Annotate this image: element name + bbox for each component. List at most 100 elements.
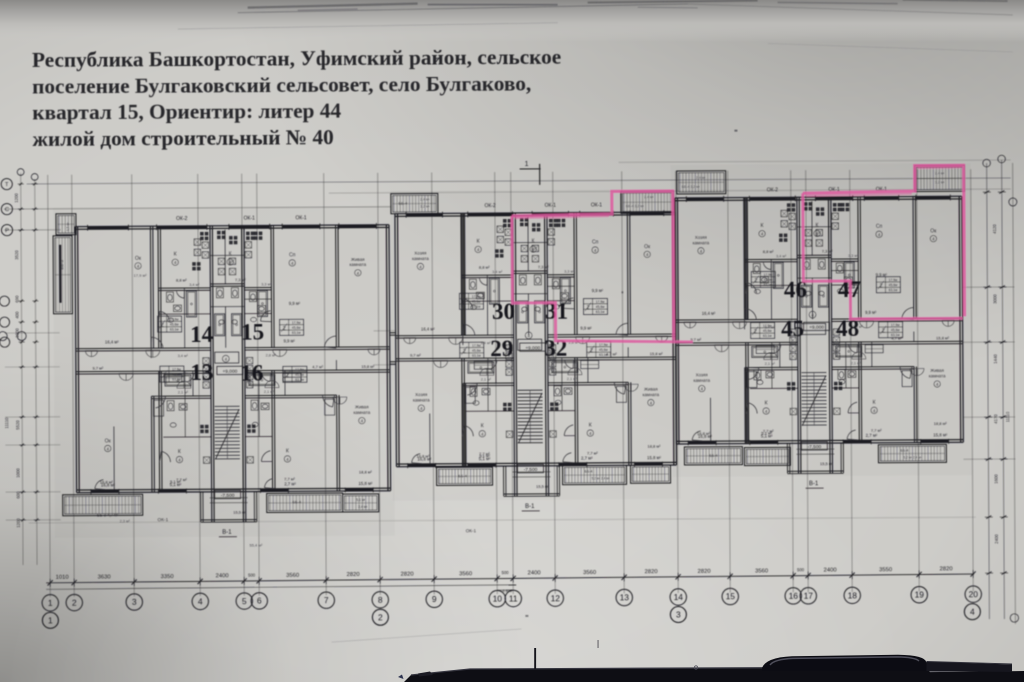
svg-text:4: 4 — [137, 264, 140, 269]
svg-text:3,2 м²: 3,2 м² — [935, 180, 945, 184]
svg-text:2: 2 — [880, 283, 883, 289]
svg-text:17,9м: 17,9м — [889, 278, 898, 282]
svg-text:15: 15 — [241, 320, 264, 345]
svg-text:4: 4 — [650, 401, 653, 406]
svg-text:4: 4 — [361, 419, 364, 424]
svg-text:2,7 м²: 2,7 м² — [581, 456, 593, 461]
svg-text:ОК-1: ОК-1 — [295, 215, 307, 221]
svg-text:ББ-4 3,2 м²: ББ-4 3,2 м² — [682, 185, 701, 189]
svg-text:К: К — [286, 449, 289, 455]
svg-text:17: 17 — [804, 591, 814, 601]
svg-text:9,7 м²: 9,7 м² — [92, 366, 103, 371]
svg-text:ОК-1: ОК-1 — [828, 187, 840, 193]
svg-text:1000: 1000 — [15, 328, 20, 338]
svg-text:17,9м: 17,9м — [172, 367, 181, 371]
svg-text:3630: 3630 — [98, 574, 111, 580]
svg-text:Сп: Сп — [876, 224, 883, 230]
svg-text:С: С — [5, 207, 9, 213]
svg-text:4.800: 4.800 — [502, 588, 513, 593]
svg-text:16,4 м²: 16,4 м² — [702, 311, 716, 316]
svg-text:2,7 м²: 2,7 м² — [866, 433, 878, 438]
svg-text:3,3 м²: 3,3 м² — [564, 270, 575, 274]
svg-text:2,1 м²: 2,1 м² — [481, 378, 492, 382]
svg-text:3000: 3000 — [992, 294, 997, 304]
svg-text:2,4 м²: 2,4 м² — [420, 198, 430, 202]
svg-text:5,1 м²: 5,1 м² — [761, 431, 772, 436]
svg-text:30: 30 — [492, 299, 515, 324]
svg-text:13: 13 — [190, 360, 213, 385]
svg-text:ББ-4: ББ-4 — [585, 470, 593, 474]
svg-text:17,9м: 17,9м — [292, 321, 301, 325]
svg-text:7,3 м²: 7,3 м² — [538, 264, 549, 269]
svg-text:2820: 2820 — [401, 572, 414, 578]
svg-text:+9,000: +9,000 — [525, 345, 540, 351]
svg-text:К: К — [765, 401, 768, 407]
svg-text:4: 4 — [646, 252, 649, 257]
svg-text:ББ-4: ББ-4 — [458, 473, 468, 478]
svg-text:4: 4 — [936, 382, 939, 387]
svg-text:2820: 2820 — [940, 566, 953, 572]
svg-text:В-1: В-1 — [525, 504, 535, 510]
svg-text:12: 12 — [551, 593, 561, 603]
svg-text:16,8 м²: 16,8 м² — [697, 431, 711, 436]
svg-text:45,6м: 45,6м — [599, 348, 608, 352]
svg-text:4: 4 — [420, 406, 423, 411]
svg-text:ББ-4: ББ-4 — [292, 499, 302, 504]
svg-text:6: 6 — [257, 596, 262, 606]
svg-text:2: 2 — [463, 349, 466, 355]
svg-text:2820: 2820 — [645, 569, 658, 575]
svg-text:квартал 15, Ориентир: литер 44: квартал 15, Ориентир: литер 44 — [32, 99, 341, 125]
svg-text:20: 20 — [969, 589, 979, 599]
svg-text:9,9 м²: 9,9 м² — [876, 272, 888, 277]
svg-text:4,7 м²: 4,7 м² — [606, 351, 617, 356]
svg-text:2: 2 — [283, 326, 286, 332]
svg-text:3,2 м²: 3,2 м² — [420, 205, 430, 209]
svg-text:3560: 3560 — [755, 568, 768, 574]
svg-text:К: К — [816, 223, 819, 229]
svg-text:45,6м: 45,6м — [763, 329, 772, 333]
svg-text:2: 2 — [72, 597, 77, 607]
svg-text:Ок: Ок — [930, 229, 937, 235]
svg-text:1000: 1000 — [15, 468, 20, 478]
svg-text:1: 1 — [525, 161, 529, 168]
svg-text:Сп: Сп — [289, 252, 296, 258]
svg-text:17,9 м²: 17,9 м² — [134, 273, 148, 278]
svg-text:45,6м: 45,6м — [891, 328, 900, 332]
svg-text:2820: 2820 — [698, 569, 711, 575]
svg-text:29: 29 — [490, 336, 513, 361]
svg-text:9,9 м²: 9,9 м² — [592, 288, 604, 293]
svg-text:2: 2 — [590, 348, 593, 354]
svg-text:1200: 1200 — [14, 193, 19, 203]
svg-text:7,7 м²: 7,7 м² — [763, 428, 774, 433]
svg-text:+9,000: +9,000 — [809, 325, 824, 331]
svg-text:15,5 м²: 15,5 м² — [820, 461, 834, 466]
svg-text:Живая: Живая — [351, 257, 365, 262]
svg-text:8,8 м²: 8,8 м² — [479, 265, 490, 270]
svg-text:7,3 м²: 7,3 м² — [822, 249, 833, 254]
svg-text:5520: 5520 — [15, 420, 20, 430]
svg-text:К: К — [873, 400, 876, 406]
svg-text:2400: 2400 — [528, 570, 541, 576]
svg-text:13: 13 — [620, 592, 630, 602]
svg-text:Живая: Живая — [355, 405, 369, 410]
svg-text:камната: камната — [412, 256, 429, 261]
svg-text:3350: 3350 — [161, 574, 174, 580]
svg-text:камната: камната — [929, 373, 946, 378]
svg-text:5,2 м² 2,4 м²: 5,2 м² 2,4 м² — [592, 476, 610, 480]
svg-text:4: 4 — [198, 596, 203, 606]
svg-text:2,1 м²: 2,1 м² — [567, 377, 578, 381]
svg-text:Хозяя: Хозяя — [414, 250, 427, 255]
svg-text:2: 2 — [463, 300, 466, 306]
svg-text:ОК-1: ОК-1 — [157, 517, 168, 523]
svg-text:14: 14 — [190, 322, 214, 347]
svg-text:4: 4 — [701, 387, 704, 392]
svg-text:2: 2 — [587, 305, 590, 311]
svg-text:45,6м: 45,6м — [292, 326, 301, 330]
svg-text:ББ-3: ББ-3 — [59, 259, 64, 269]
svg-text:4: 4 — [178, 458, 181, 463]
svg-text:К: К — [477, 239, 480, 245]
svg-text:16,8 м²: 16,8 м² — [416, 454, 430, 459]
svg-text:камната: камната — [413, 398, 430, 403]
svg-text:63,1м: 63,1м — [472, 305, 481, 309]
svg-text:45,6м: 45,6м — [596, 305, 605, 309]
